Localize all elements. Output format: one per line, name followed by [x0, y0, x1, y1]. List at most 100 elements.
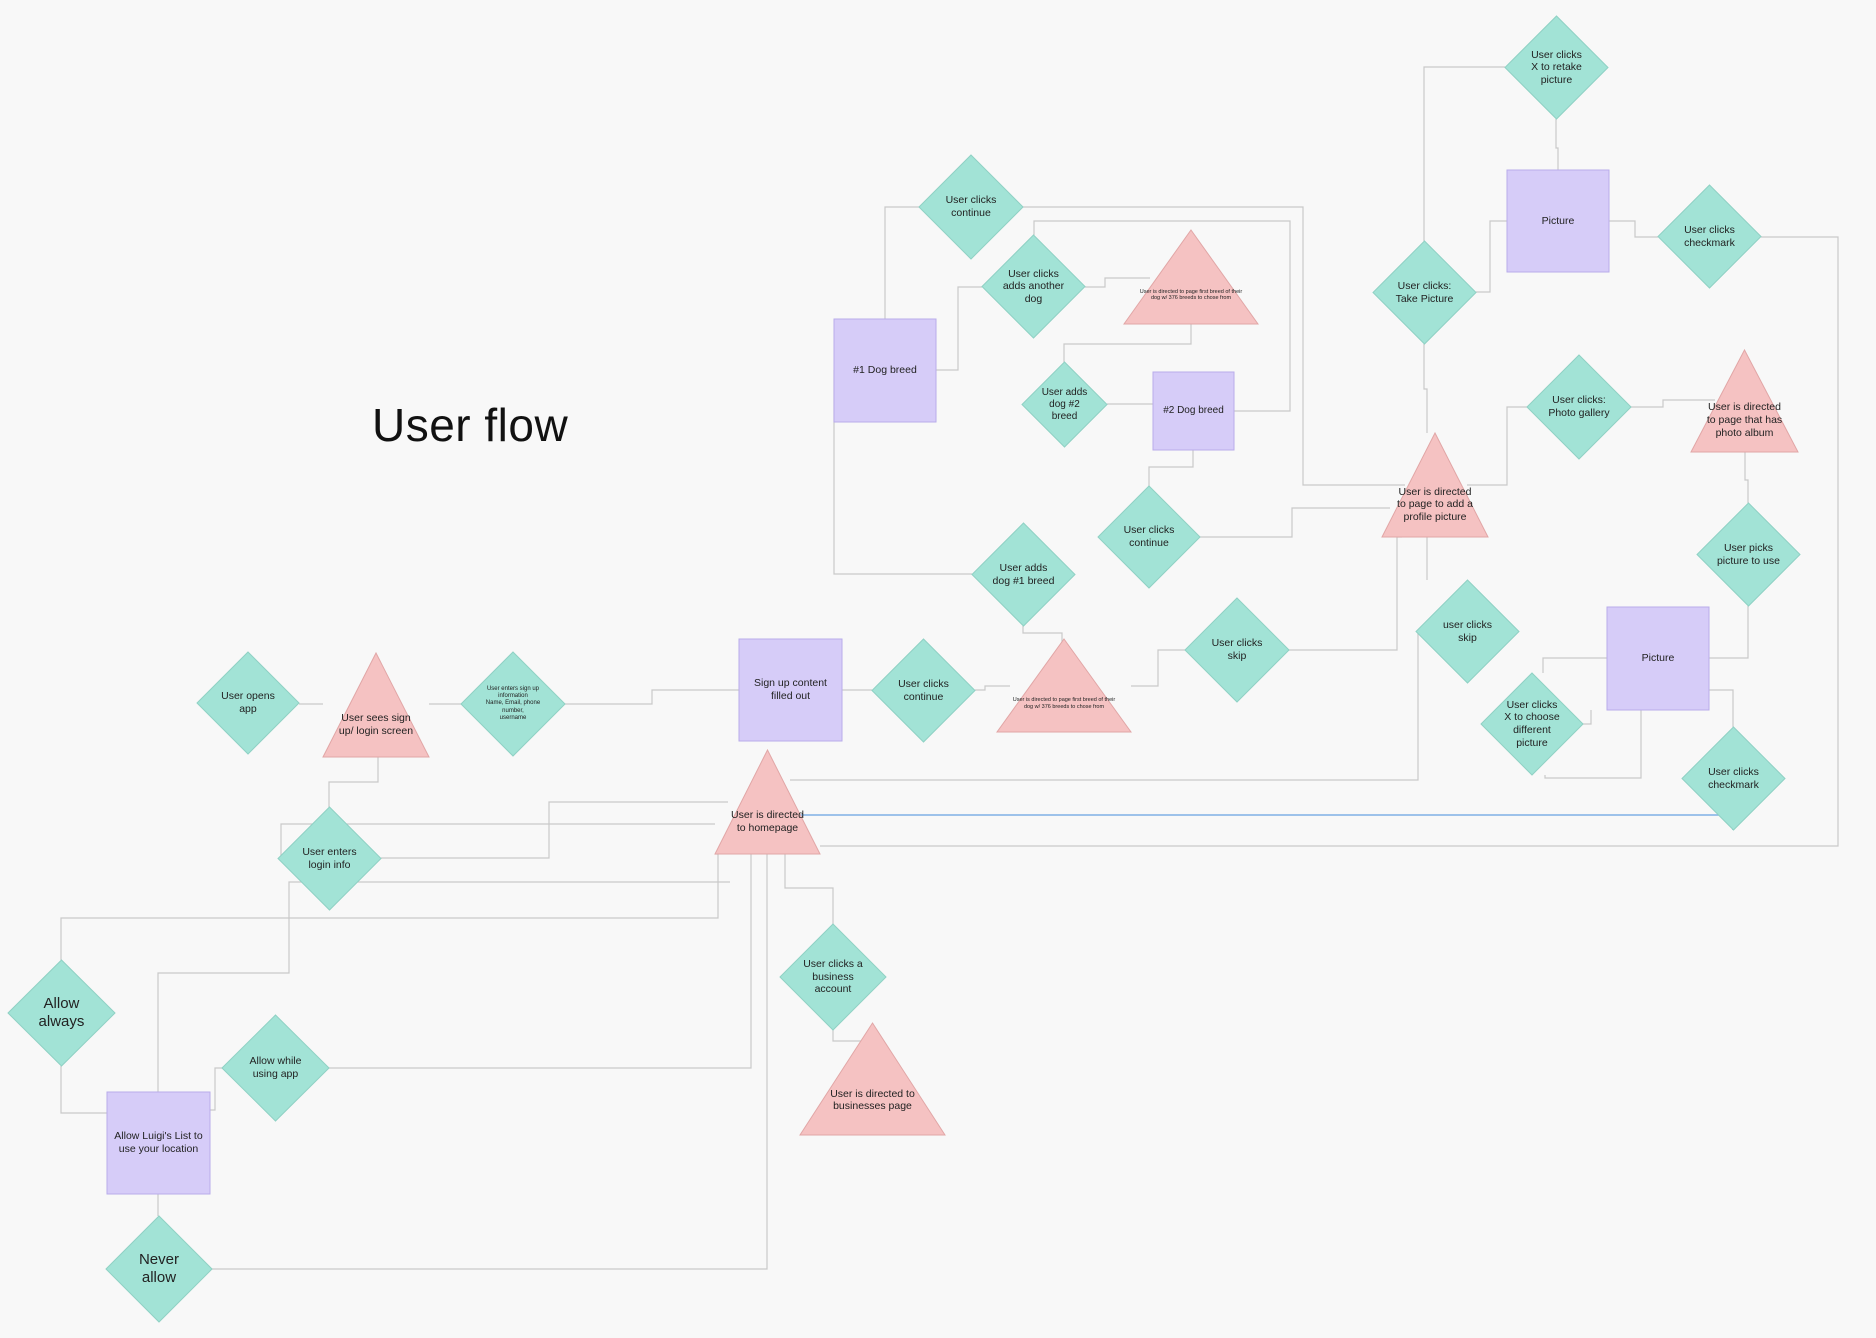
node-label: User is directed to businesses page — [830, 1087, 915, 1113]
connector-line — [1467, 406, 1527, 486]
node-label: User picks picture to use — [1716, 541, 1780, 567]
triangle-shape — [1123, 229, 1259, 325]
diamond-shape — [971, 522, 1076, 627]
node-picture-top-rect: Picture — [1506, 169, 1610, 273]
node-label: User clicks: Take Picture — [1395, 279, 1454, 305]
diamond-shape — [1184, 597, 1290, 703]
connector-line — [975, 685, 1010, 691]
connector-line — [210, 1067, 222, 1111]
diamond-shape — [196, 651, 300, 755]
node-adds-another-dog-diamond: User clicks adds another dog — [981, 234, 1086, 339]
diamond-shape — [871, 638, 976, 743]
diamond-shape — [105, 1215, 213, 1323]
connector-line — [1544, 710, 1642, 779]
node-directed-homepage-triangle: User is directed to homepage — [714, 748, 821, 855]
node-business-account-diamond: User clicks a business account — [779, 923, 887, 1031]
node-label: Allow always — [38, 995, 85, 1030]
connector-line — [1555, 119, 1559, 170]
connector-line — [60, 853, 719, 960]
node-label: User clicks checkmark — [1684, 223, 1735, 249]
connector-line — [565, 689, 739, 705]
connector-line — [381, 801, 728, 859]
node-label: User sees sign up/ login screen — [338, 712, 414, 737]
connector-line — [1583, 710, 1592, 725]
diamond-shape — [277, 806, 382, 911]
node-label: User is directed to homepage — [731, 809, 804, 834]
connector-line — [60, 1066, 107, 1114]
connector-line — [1476, 220, 1507, 293]
node-label: Picture — [1641, 652, 1675, 665]
connector-line — [884, 206, 919, 319]
node-directed-businesses-triangle: User is directed to businesses page — [799, 1022, 946, 1136]
node-label: #1 Dog breed — [853, 364, 917, 377]
diamond-shape — [1097, 485, 1201, 589]
node-label: Never allow — [138, 1251, 179, 1286]
connector-line — [1709, 689, 1734, 727]
node-label: user clicks skip — [1442, 618, 1492, 644]
node-label: User clicks a business account — [803, 958, 863, 996]
rect-shape — [1506, 169, 1610, 273]
connector-line — [212, 854, 768, 1270]
node-label: User opens app — [221, 690, 275, 715]
node-label: User adds dog #1 breed — [992, 561, 1055, 587]
node-label: User clicks continue — [898, 677, 949, 703]
triangle-shape — [714, 748, 821, 855]
node-label: User is directed to page first breed of … — [1012, 697, 1116, 710]
node-directed-profile-pic-triangle: User is directed to page to add a profil… — [1381, 431, 1489, 538]
diamond-shape — [981, 234, 1086, 339]
node-enters-login-diamond: User enters login info — [277, 806, 382, 911]
node-clicks-continue-1-diamond: User clicks continue — [871, 638, 976, 743]
diamond-shape — [1526, 354, 1632, 460]
node-picture-bottom-rect: Picture — [1606, 606, 1710, 711]
node-label: User enters sign up information Name, Em… — [485, 686, 541, 721]
node-allow-location-rect: Allow Luigi's List to use your location — [106, 1091, 211, 1195]
node-directed-album-triangle: User is directed to page that has photo … — [1690, 348, 1799, 453]
node-clicks-skip-2-diamond: user clicks skip — [1415, 579, 1520, 684]
connector-line — [820, 236, 1839, 847]
triangle-shape — [799, 1022, 946, 1136]
diamond-shape — [1504, 15, 1609, 120]
connector-line — [1085, 277, 1150, 288]
node-label: User enters login info — [302, 845, 357, 871]
node-directed-breed-2-triangle: User is directed to page first breed of … — [1123, 229, 1259, 325]
connector-line — [1200, 507, 1390, 538]
connector-line — [833, 370, 972, 575]
connector-line — [795, 814, 1734, 830]
node-label: User clicks adds another dog — [1002, 267, 1065, 305]
diamond-shape — [918, 154, 1024, 260]
node-label: User adds dog #2 breed — [1041, 386, 1088, 422]
triangle-shape — [996, 638, 1132, 733]
node-label: Picture — [1541, 214, 1575, 227]
connector-line — [1423, 344, 1428, 433]
connector-line — [1709, 606, 1749, 659]
node-clicks-skip-1-diamond: User clicks skip — [1184, 597, 1290, 703]
node-dog-breed-2-rect: #2 Dog breed — [1152, 371, 1235, 451]
diamond-shape — [779, 923, 887, 1031]
diamond-shape — [1681, 726, 1786, 831]
connector-line — [1423, 66, 1505, 241]
node-label: User is directed to page to add a profil… — [1397, 485, 1473, 523]
connector-line — [1063, 324, 1192, 362]
rect-shape — [1606, 606, 1710, 711]
node-take-picture-diamond: User clicks: Take Picture — [1372, 240, 1477, 345]
node-picks-picture-diamond: User picks picture to use — [1696, 502, 1801, 607]
diamond-shape — [1480, 672, 1584, 776]
node-label: User clicks continue — [945, 194, 997, 219]
node-retake-picture-diamond: User clicks X to retake picture — [1504, 15, 1609, 120]
rect-shape — [1152, 371, 1235, 451]
node-label: Sign up content filled out — [754, 677, 827, 702]
connector-line — [1631, 399, 1715, 408]
connector-line — [1744, 452, 1749, 503]
node-sees-signup-triangle: User sees sign up/ login screen — [322, 651, 430, 758]
node-signup-filled-rect: Sign up content filled out — [738, 638, 843, 742]
diamond-shape — [1372, 240, 1477, 345]
node-clicks-continue-top-diamond: User clicks continue — [918, 154, 1024, 260]
node-label: #2 Dog breed — [1163, 405, 1224, 416]
node-label: User clicks: Photo gallery — [1548, 394, 1610, 419]
node-label: Allow while using app — [249, 1055, 302, 1080]
node-user-opens-app-diamond: User opens app — [196, 651, 300, 755]
node-label: User clicks continue — [1123, 524, 1175, 549]
node-photo-gallery-diamond: User clicks: Photo gallery — [1526, 354, 1632, 460]
triangle-shape — [1381, 431, 1489, 538]
